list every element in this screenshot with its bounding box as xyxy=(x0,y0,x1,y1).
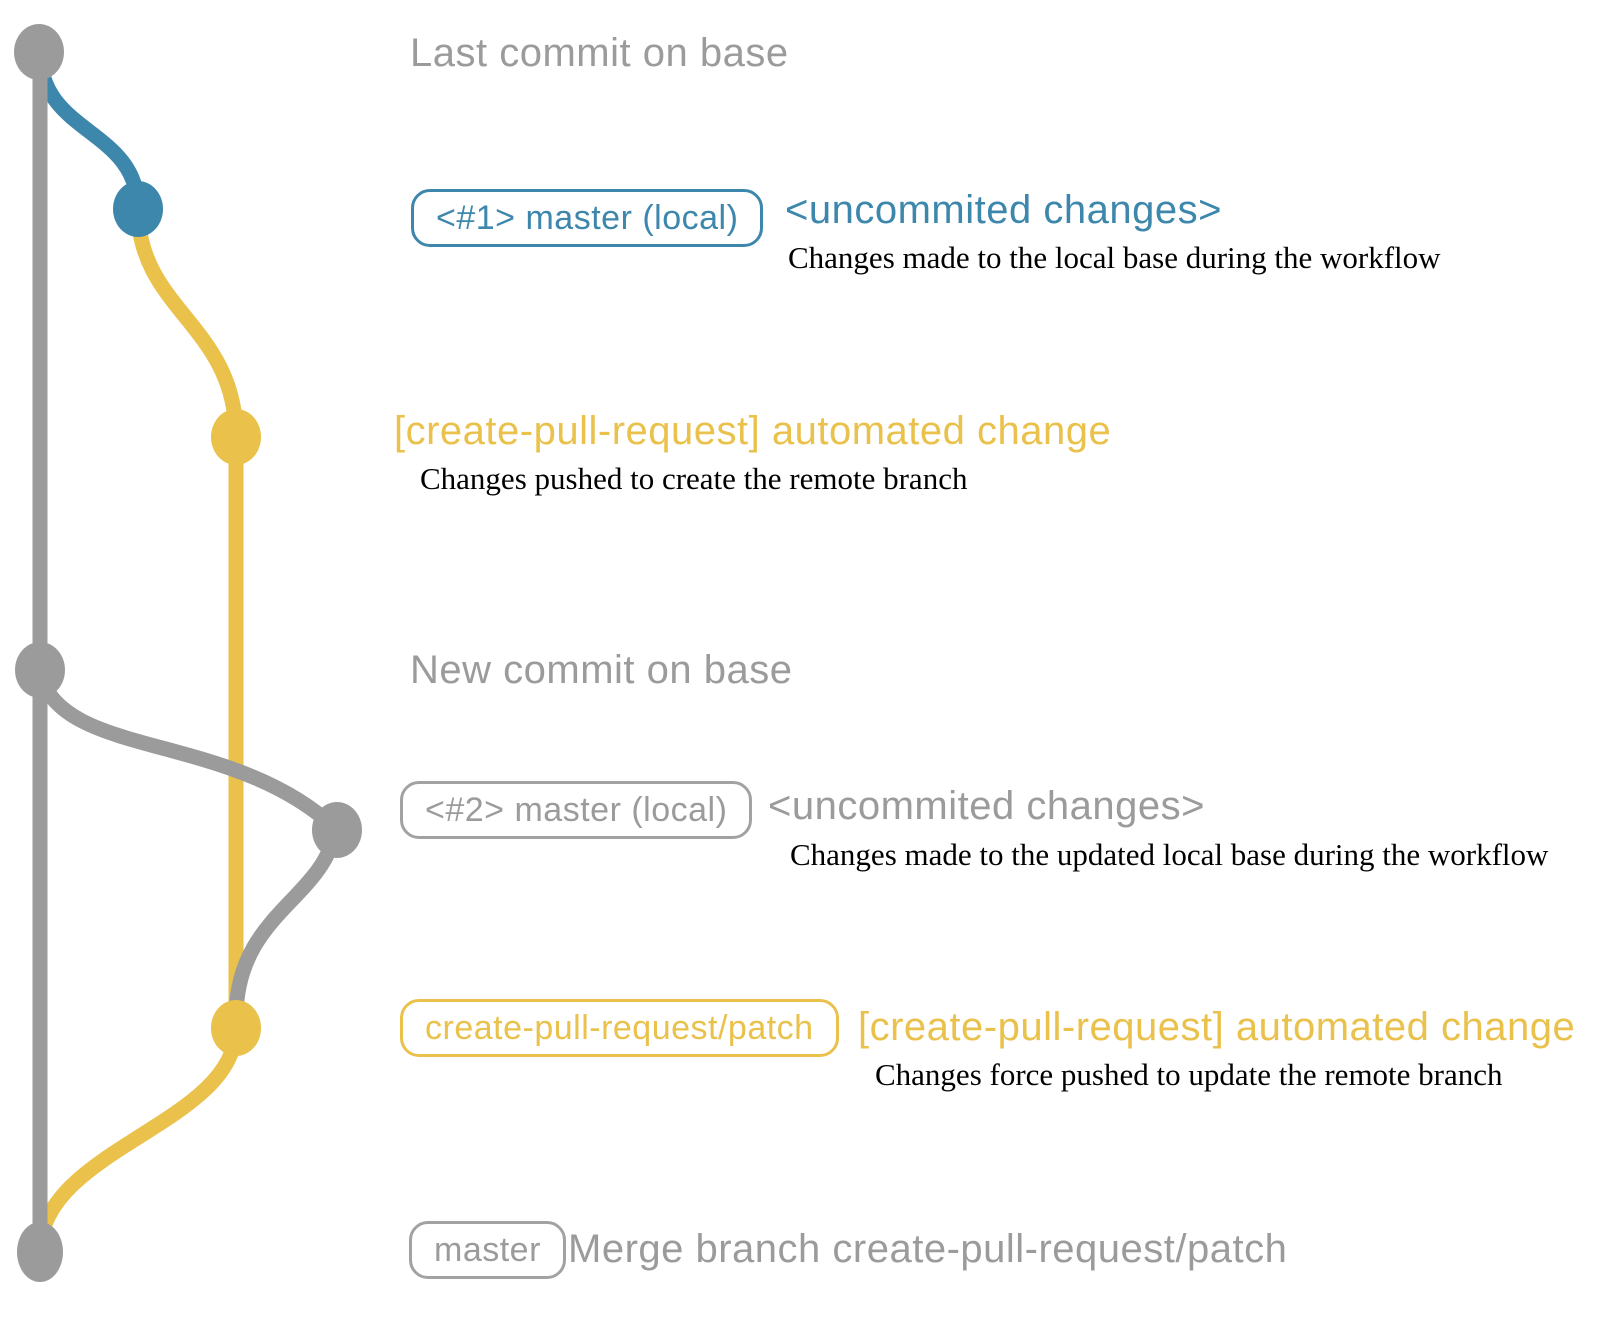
commit-merge xyxy=(17,1222,63,1282)
commit-new-on-base xyxy=(15,642,65,698)
label-new-commit-on-base: New commit on base xyxy=(410,648,793,692)
commit-automated-1 xyxy=(211,409,261,465)
yellow-branch-line xyxy=(130,208,244,1028)
annotation-automated-change-1: [create-pull-request] automated change xyxy=(394,409,1112,453)
annotation-uncommited-changes-2: <uncommited changes> xyxy=(768,784,1205,828)
description-force-pushed-update: Changes force pushed to update the remot… xyxy=(875,1057,1503,1092)
description-updated-local-base-changes: Changes made to the updated local base d… xyxy=(790,837,1549,872)
yellow-branch-merge-curve xyxy=(32,1027,244,1253)
label-last-commit-on-base: Last commit on base xyxy=(410,31,789,75)
annotation-automated-change-2: [create-pull-request] automated change xyxy=(858,1005,1576,1049)
commit-uncommitted-2 xyxy=(312,802,362,858)
description-pushed-to-create-branch: Changes pushed to create the remote bran… xyxy=(420,461,968,496)
gray-rebase-curve-in xyxy=(228,830,343,1019)
badge-master: master xyxy=(409,1221,566,1279)
badge-master-local-1: <#1> master (local) xyxy=(411,189,764,247)
commit-uncommitted-1 xyxy=(113,181,163,237)
description-local-base-changes-1: Changes made to the local base during th… xyxy=(788,240,1441,275)
badge-create-pull-request-patch: create-pull-request/patch xyxy=(400,999,839,1057)
annotation-merge-branch: Merge branch create-pull-request/patch xyxy=(568,1227,1288,1271)
annotation-uncommited-changes-1: <uncommited changes> xyxy=(785,188,1222,232)
badge-master-local-2: <#2> master (local) xyxy=(400,781,753,839)
commit-automated-2 xyxy=(211,1000,261,1056)
gray-rebase-curve-out xyxy=(32,669,341,834)
commit-last-on-base xyxy=(14,24,64,80)
blue-branch-curve xyxy=(32,51,146,210)
